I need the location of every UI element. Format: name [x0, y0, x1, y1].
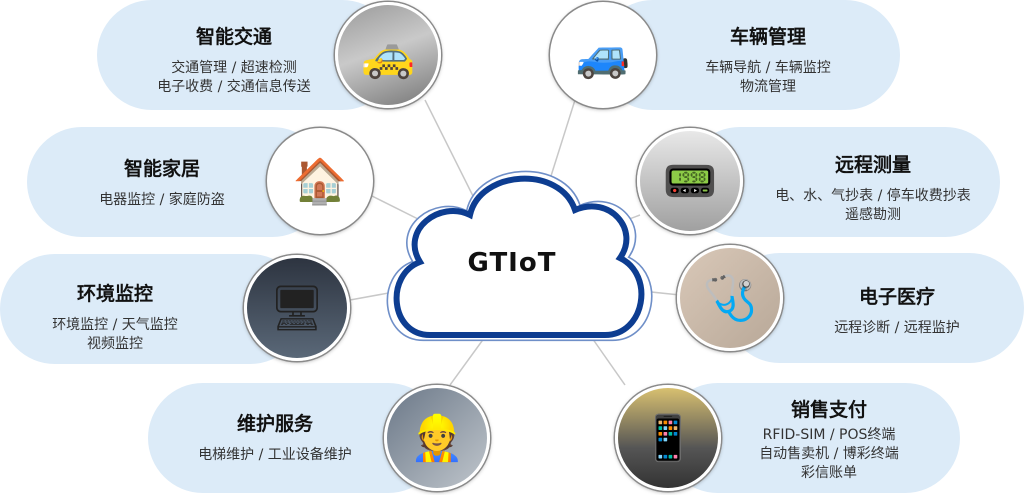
node-line: 彩信账单	[801, 465, 857, 481]
node-title: 电子医疗	[858, 286, 935, 308]
node-line: 车辆导航 / 车辆监控	[705, 60, 831, 76]
node-text: 远程测量电、水、气抄表 / 停车收费抄表遥感勘测	[775, 150, 971, 225]
node-line: 电器监控 / 家庭防盗	[99, 192, 225, 208]
node-line: 环境监控 / 天气监控	[52, 317, 178, 333]
node-title: 销售支付	[790, 399, 867, 421]
node-title: 车辆管理	[729, 26, 806, 48]
monitor-wall-photo-icon: 🖥	[244, 255, 350, 361]
node-text: 电子医疗远程诊断 / 远程监护	[834, 282, 960, 338]
node-line: 电子收费 / 交通信息传送	[157, 79, 311, 95]
node-title: 智能家居	[123, 158, 200, 180]
node-line: 视频监控	[87, 336, 143, 352]
center-label: GTIoT	[467, 248, 557, 278]
node-line: 自动售卖机 / 博彩终端	[759, 446, 899, 462]
technician-photo-icon: 👷	[384, 385, 490, 491]
node-title: 智能交通	[195, 26, 272, 48]
car-photo-icon: 🚙	[550, 2, 656, 108]
node-text: 智能家居电器监控 / 家庭防盗	[99, 154, 225, 210]
node-line: 遥感勘测	[845, 207, 901, 223]
node-title: 远程测量	[834, 154, 911, 176]
node-title: 环境监控	[76, 283, 153, 305]
node-text: 智能交通交通管理 / 超速检测电子收费 / 交通信息传送	[157, 22, 311, 97]
node-text: 环境监控环境监控 / 天气监控视频监控	[52, 279, 178, 354]
blood-pressure-monitor-photo-icon: 🩺	[677, 245, 783, 351]
node-text: 车辆管理车辆导航 / 车辆监控物流管理	[705, 22, 831, 97]
cloud-shape	[386, 170, 653, 342]
node-line: 交通管理 / 超速检测	[171, 60, 297, 76]
node-title: 维护服务	[236, 413, 313, 435]
node-text: 维护服务电梯维护 / 工业设备维护	[198, 409, 352, 465]
house-photo-icon: 🏠	[267, 128, 373, 234]
node-line: 远程诊断 / 远程监护	[834, 320, 960, 336]
meter-photo-icon: 📟	[637, 128, 743, 234]
node-line: 物流管理	[740, 79, 796, 95]
node-text: 销售支付 RFID-SIM / POS终端自动售卖机 / 博彩终端彩信账单	[759, 395, 899, 483]
node-line: 电、水、气抄表 / 停车收费抄表	[775, 188, 971, 204]
node-line: RFID-SIM / POS终端	[762, 427, 896, 443]
node-line: 电梯维护 / 工业设备维护	[198, 447, 352, 463]
traffic-photo-icon: 🚕	[335, 2, 441, 108]
pos-terminal-photo-icon: 📱	[615, 385, 721, 491]
